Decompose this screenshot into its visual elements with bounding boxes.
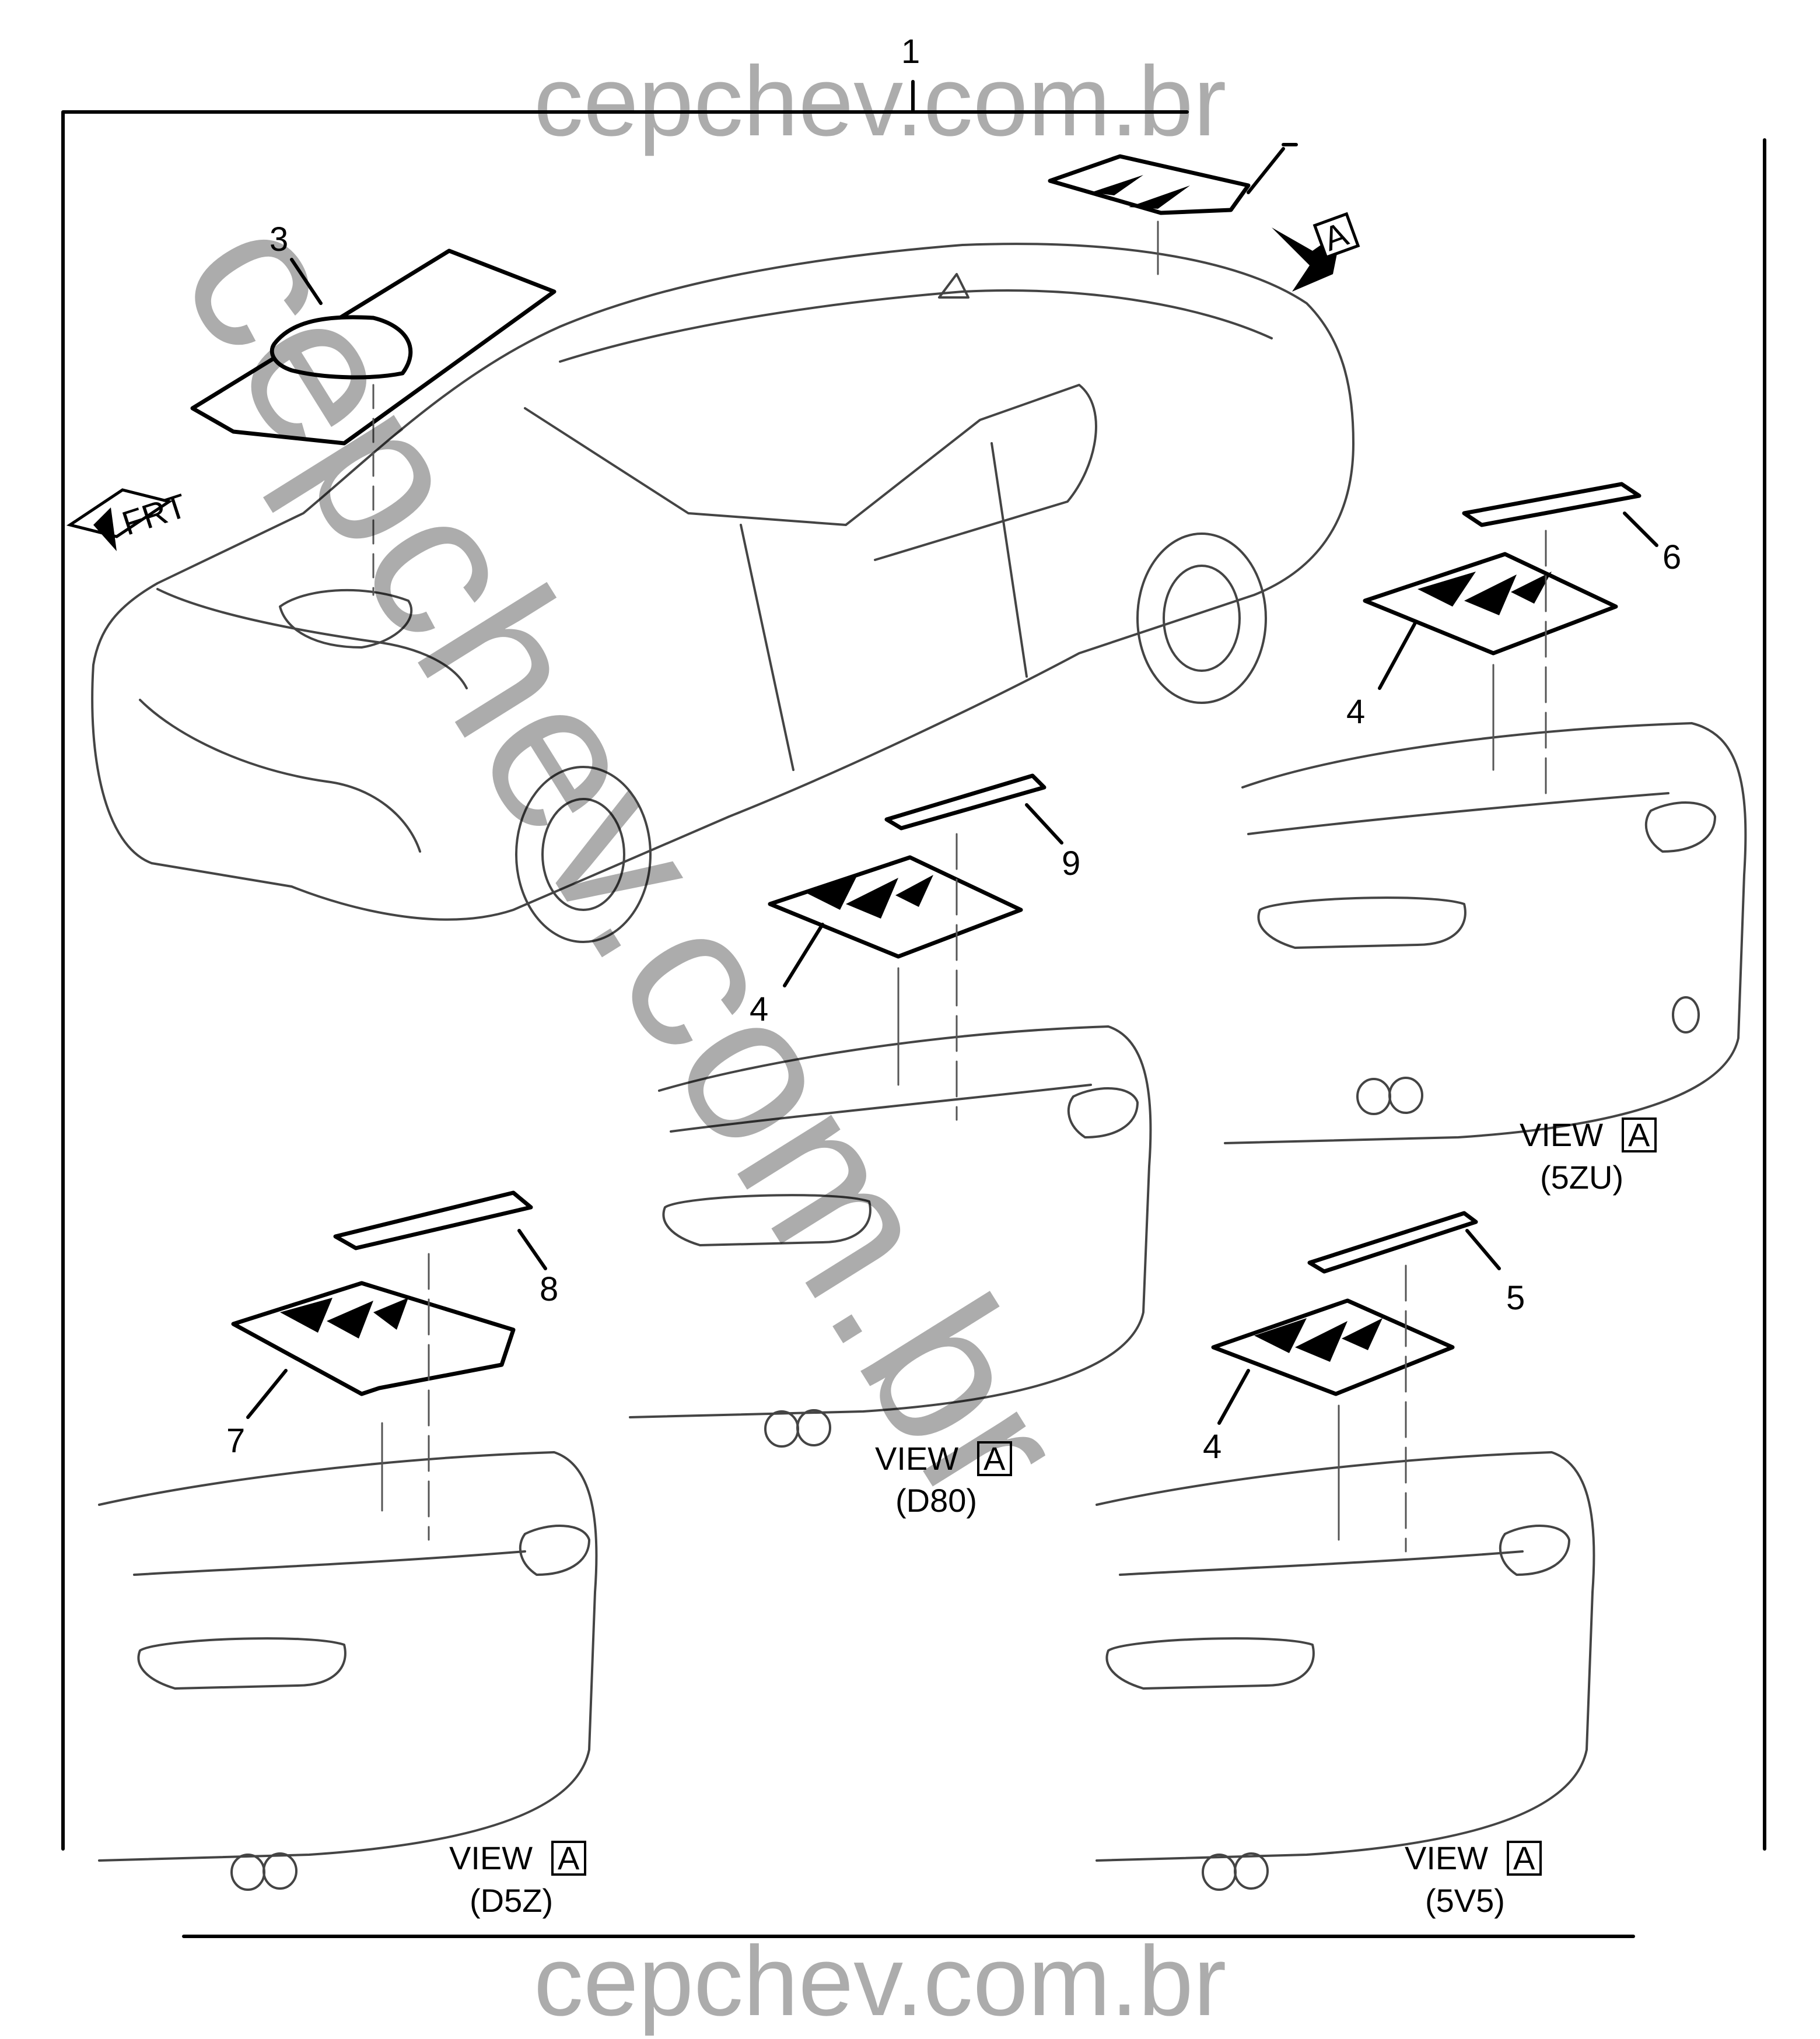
view-code: (5V5)	[1425, 1882, 1505, 1919]
callout-5: 5	[1506, 1279, 1525, 1317]
view-code: (5ZU)	[1540, 1159, 1623, 1196]
callout-7: 7	[226, 1422, 245, 1460]
view-caption-d80: VIEW A (D80)	[875, 1440, 1012, 1519]
view-d80-illustration	[629, 773, 1152, 1448]
front-indicator: FRT	[66, 486, 191, 551]
watermark-top: cepchev.com.br	[534, 46, 1226, 157]
view-caption-d5z: VIEW A (D5Z)	[449, 1840, 586, 1919]
frame	[61, 80, 1766, 1938]
view-word: VIEW	[875, 1440, 958, 1477]
view-letter: A	[1513, 1840, 1535, 1876]
view-word: VIEW	[449, 1840, 533, 1876]
callout-4-5v5: 4	[1203, 1428, 1222, 1466]
callout-labels: 1 3 6 4 9 4 8 7 5 4	[226, 33, 1681, 1466]
callout-3: 3	[270, 220, 288, 258]
callout-1: 1	[901, 33, 920, 71]
view-letter: A	[1628, 1116, 1650, 1153]
view-letter: A	[558, 1840, 580, 1876]
callout-6: 6	[1662, 538, 1681, 576]
view-caption-5zu: VIEW A (5ZU)	[1520, 1116, 1657, 1196]
callout-4-d80: 4	[750, 990, 768, 1028]
view-d5z-illustration	[98, 1190, 598, 1891]
hood-decal-part-3	[190, 248, 556, 596]
view-word: VIEW	[1405, 1840, 1488, 1876]
callout-8: 8	[540, 1270, 558, 1308]
callout-4-5zu: 4	[1346, 693, 1365, 731]
view-5zu-illustration	[1224, 482, 1747, 1144]
view-word: VIEW	[1520, 1116, 1603, 1153]
view-5v5-illustration	[1096, 1211, 1595, 1891]
view-caption-5v5: VIEW A (5V5)	[1405, 1840, 1542, 1919]
view-code: (D80)	[895, 1482, 977, 1519]
view-arrow-a: A	[1272, 212, 1360, 292]
callout-9: 9	[1062, 845, 1080, 882]
view-letter: A	[984, 1440, 1006, 1477]
trunk-decal-top	[1048, 143, 1298, 275]
watermark-bottom: cepchev.com.br	[534, 1926, 1226, 2037]
view-code: (D5Z)	[470, 1882, 553, 1919]
car-main-illustration	[91, 243, 1354, 943]
